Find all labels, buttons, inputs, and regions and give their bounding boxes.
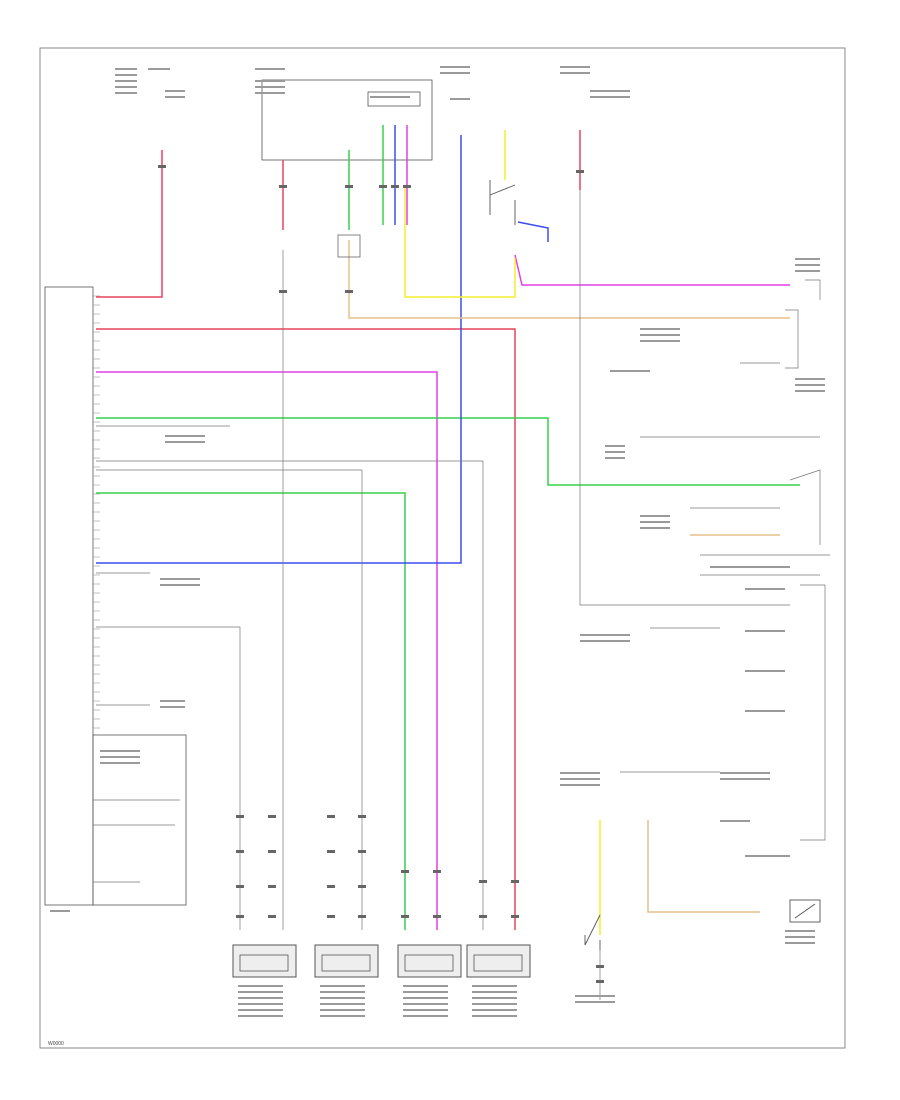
wire-red-signal [96,328,516,930]
relay-block [367,91,421,107]
relay-symbol-top [337,234,361,258]
wheel-sensor-1 [232,944,297,978]
wheel-sensor-3 [397,944,462,978]
switch-symbol-bottom [584,914,601,950]
wire-tan-signal [348,240,790,319]
wire-green-sensor [96,492,406,930]
wire-pink-signal [96,371,438,930]
connector-marks [158,165,604,983]
wheel-sensor-2 [314,944,379,978]
connector-bracket-2 [805,279,821,300]
switch-symbol-top [489,180,516,225]
wire-blue-signal [96,135,462,564]
wire-gray-7 [579,190,790,606]
connector-bracket-1 [785,309,799,369]
footer-code: W0000 [48,1041,64,1047]
label-marks [50,66,825,1017]
module-internal-box [92,734,187,906]
wire-tan-sensor [647,820,760,913]
wire-yellow-signal [404,185,516,298]
wire-gray-2 [96,469,363,930]
wire-red-power [96,150,163,298]
control-module [44,286,94,906]
fuse-box-top [261,79,433,161]
wire-gray-3 [96,626,241,930]
wheel-sensor-4 [466,944,531,978]
wire-gray-8 [96,460,484,930]
module-right-body [800,584,826,841]
wire-pink-sensor [514,254,790,286]
module-pin-ticks [93,295,100,729]
wire-blue-switch [517,221,549,242]
module-right-outline [700,554,830,576]
module-right-switch [789,469,821,545]
wire-green-signal [96,417,800,486]
diagram-frame [39,47,846,1049]
sensor-symbol-right [789,899,821,923]
